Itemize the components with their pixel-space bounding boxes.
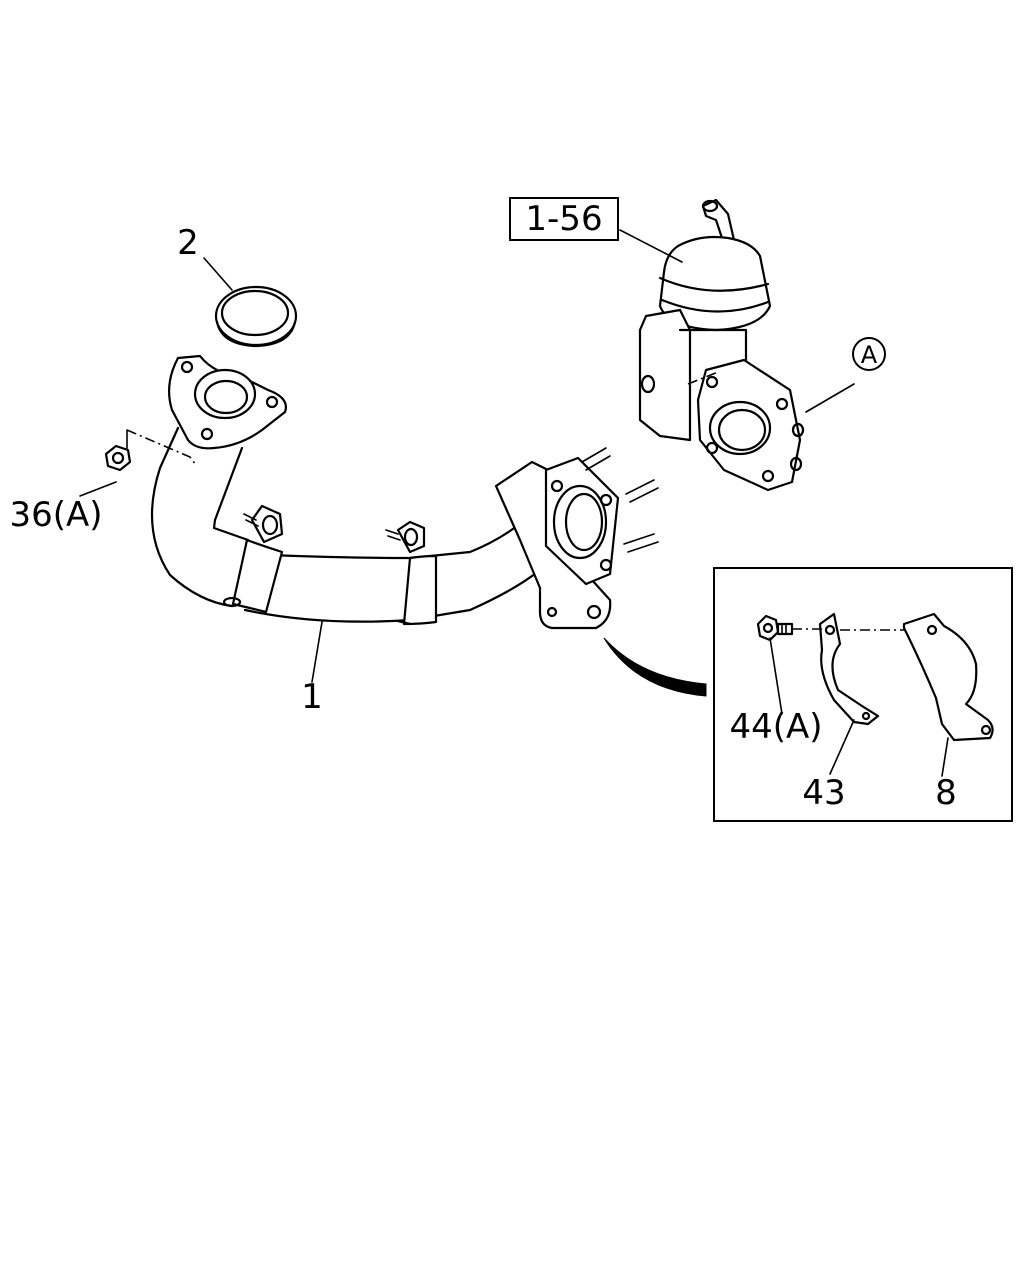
leader-lines [79,229,949,777]
detail-centerline [792,628,906,631]
detail-box [713,567,1013,822]
callout-clamp: 43 [802,773,845,813]
detail-arrow [603,637,707,697]
callout-ref-box: 1-56 [525,199,602,239]
detail-bolt [756,614,794,642]
ref-circle [852,337,886,371]
egr-valve-assembly [638,198,805,492]
ref-box-frame [509,197,619,241]
callout-bolt: 44(A) [729,707,822,747]
pipe-inlet-flange [167,354,287,450]
callout-circle-ref: A [861,341,878,369]
front-exhaust-pipe [150,426,659,630]
detail-clamp [818,612,880,726]
flange-nut [104,429,197,472]
callout-pipe: 1 [301,677,323,717]
callout-bracket: 8 [935,773,957,813]
callout-nut: 36(A) [9,495,102,535]
gasket-ring [214,285,298,348]
detail-bracket [902,612,994,742]
callout-gasket: 2 [177,223,199,263]
